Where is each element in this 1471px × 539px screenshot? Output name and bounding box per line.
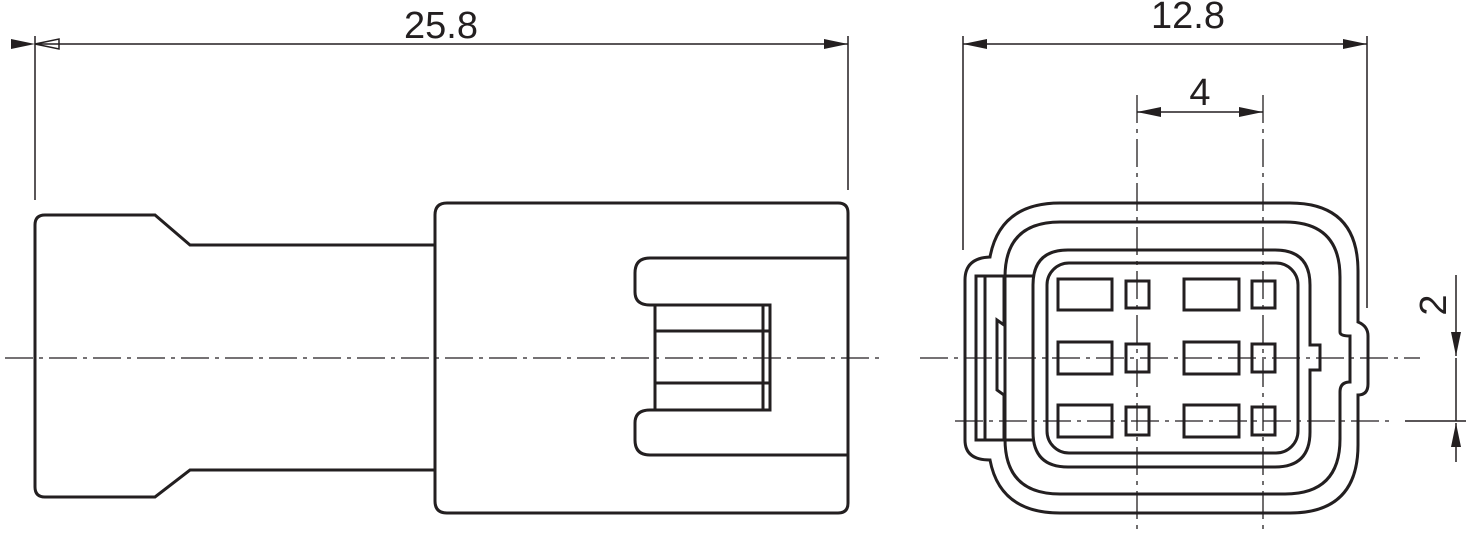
terminal-cavity-frame (1045, 261, 1300, 455)
dimension-label-width: 12.8 (1151, 0, 1225, 37)
dimension-label-length: 25.8 (404, 5, 478, 47)
dimension-label-pitch: 4 (1189, 72, 1210, 114)
inner-housing (1031, 248, 1322, 469)
arrow-icon (34, 38, 60, 50)
latch-window (633, 256, 848, 457)
dimension-label-vertical-pitch: 2 (1413, 294, 1455, 315)
seal-ring (1003, 220, 1352, 496)
front-view: 12.8 4 2 (920, 0, 1466, 530)
side-view: 25.8 (5, 5, 880, 515)
front-body-outline (433, 201, 850, 515)
terminal-slot (1056, 277, 1114, 312)
outer-housing (963, 201, 1370, 515)
arrow-icon (963, 39, 987, 49)
rear-body-outline (33, 213, 435, 499)
terminal-slot (1182, 277, 1241, 312)
arrow-icon (1137, 107, 1161, 117)
